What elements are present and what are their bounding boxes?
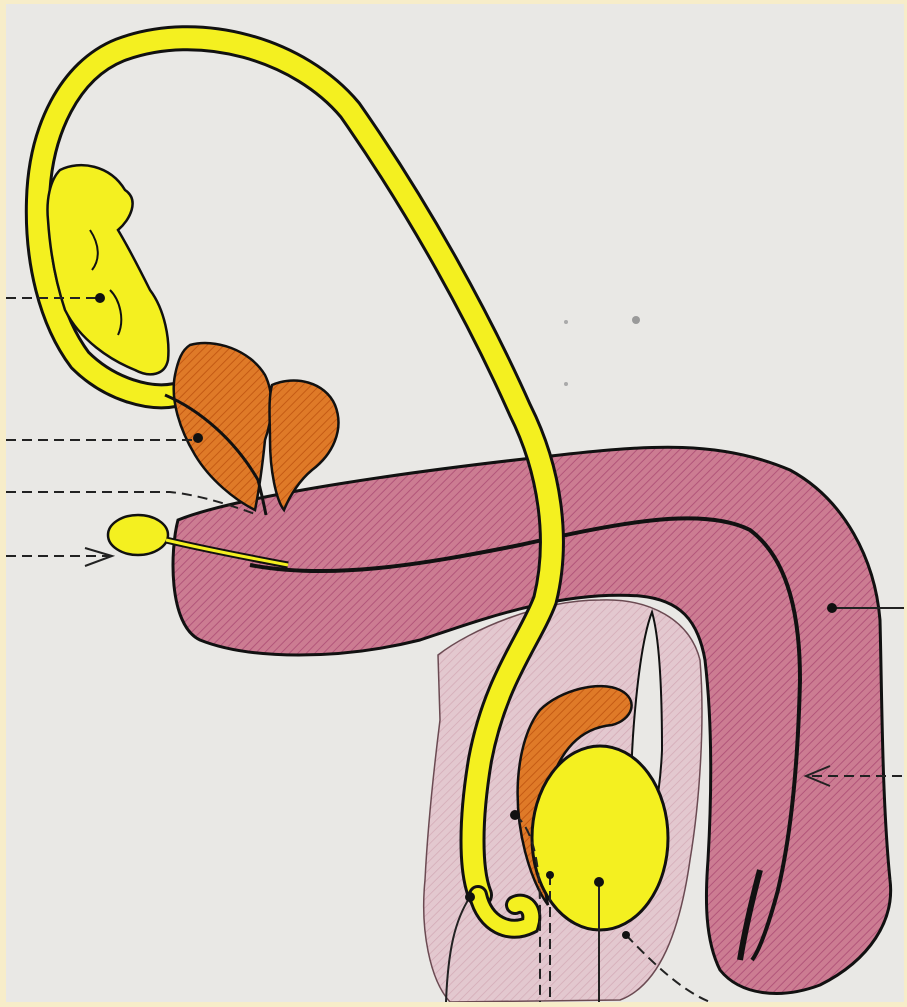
dot-penis	[827, 603, 837, 613]
speckle	[564, 320, 568, 324]
speckle	[632, 316, 640, 324]
dot-prostate	[193, 433, 203, 443]
speckle	[564, 382, 568, 386]
dot-seminiferous	[546, 871, 554, 879]
dot-epididymis	[510, 810, 520, 820]
prostate-gland	[174, 343, 272, 510]
bulbourethral-gland	[108, 515, 168, 555]
dot-vas	[465, 892, 475, 902]
reproductive-diagram	[6, 4, 904, 1002]
diagram-frame	[6, 4, 904, 1002]
dot-scrotum	[622, 931, 630, 939]
dot-testis	[594, 877, 604, 887]
dot-seminal-vesicle	[95, 293, 105, 303]
